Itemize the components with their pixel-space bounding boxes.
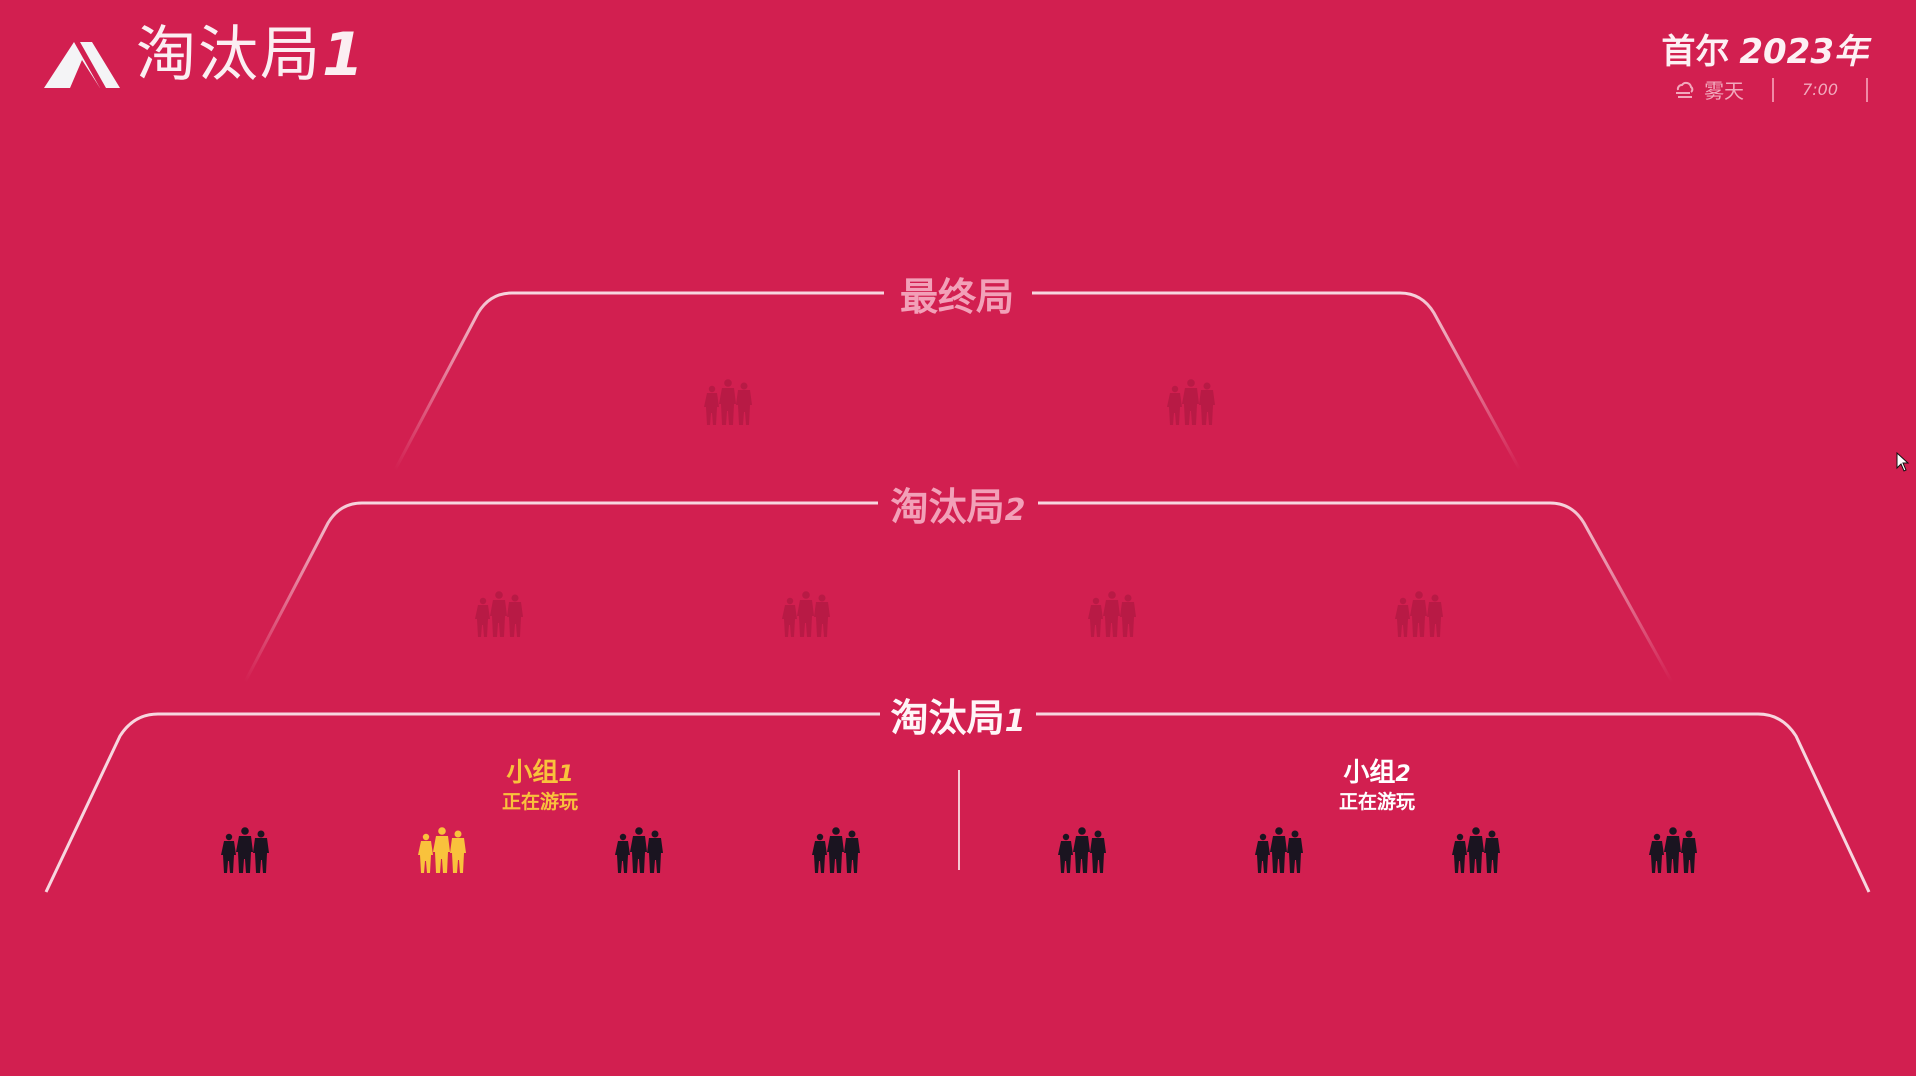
page-title-number: 1 — [322, 20, 366, 90]
divider — [1866, 77, 1868, 102]
status-line: 雾天 7:00 — [1661, 75, 1868, 104]
team-silhouette-icon — [1086, 590, 1138, 638]
final-bracket-left — [393, 291, 884, 471]
weather-text: 雾天 — [1704, 79, 1745, 103]
mouse-cursor-icon — [1896, 452, 1910, 472]
team-silhouette-icon[interactable] — [810, 826, 862, 874]
year: 2023年 — [1739, 32, 1868, 72]
group-name: 小组2 — [1343, 758, 1411, 788]
team-silhouette-icon[interactable] — [219, 826, 271, 874]
team-silhouette-icon — [1393, 590, 1445, 638]
team-silhouette-icon[interactable] — [1253, 826, 1305, 874]
round-label-text: 最终局 — [899, 275, 1015, 319]
round-label-text: 淘汰局 — [890, 696, 1005, 740]
round-label-number: 2 — [1004, 493, 1026, 528]
team-silhouette-icon[interactable] — [1450, 826, 1502, 874]
team-silhouette-icon — [473, 590, 525, 638]
round-label-final: 最终局 — [888, 266, 1026, 321]
team-silhouette-icon — [1165, 378, 1217, 426]
round-label-text: 淘汰局 — [890, 485, 1005, 529]
team-silhouette-icon[interactable] — [613, 826, 665, 874]
team-silhouette-icon-selected[interactable] — [416, 826, 468, 874]
city-name: 首尔 — [1661, 32, 1730, 72]
fog-icon — [1676, 81, 1694, 98]
round-label-number: 1 — [1004, 704, 1026, 739]
round-label-elimination-2: 淘汰局2 — [879, 476, 1038, 531]
group-status: 正在游玩 — [501, 791, 579, 813]
team-silhouette-icon — [702, 378, 754, 426]
final-bracket-right — [1032, 291, 1522, 471]
tournament-logo-icon — [44, 42, 120, 88]
group-name: 小组1 — [506, 758, 574, 788]
group-2-label[interactable]: 小组2 正在游玩 — [1339, 758, 1415, 814]
team-silhouette-icon[interactable] — [1056, 826, 1108, 874]
group-status: 正在游玩 — [1338, 791, 1416, 813]
team-silhouette-icon[interactable] — [1647, 826, 1699, 874]
group-divider — [958, 770, 960, 870]
time-of-day: 7:00 — [1802, 80, 1838, 99]
team-silhouette-icon — [780, 590, 832, 638]
group-1-label[interactable]: 小组1 正在游玩 — [502, 758, 578, 814]
page-title: 淘汰局1 — [136, 6, 366, 93]
divider — [1772, 77, 1775, 102]
round-label-elimination-1: 淘汰局1 — [879, 687, 1038, 742]
page-title-text: 淘汰局 — [136, 20, 322, 90]
